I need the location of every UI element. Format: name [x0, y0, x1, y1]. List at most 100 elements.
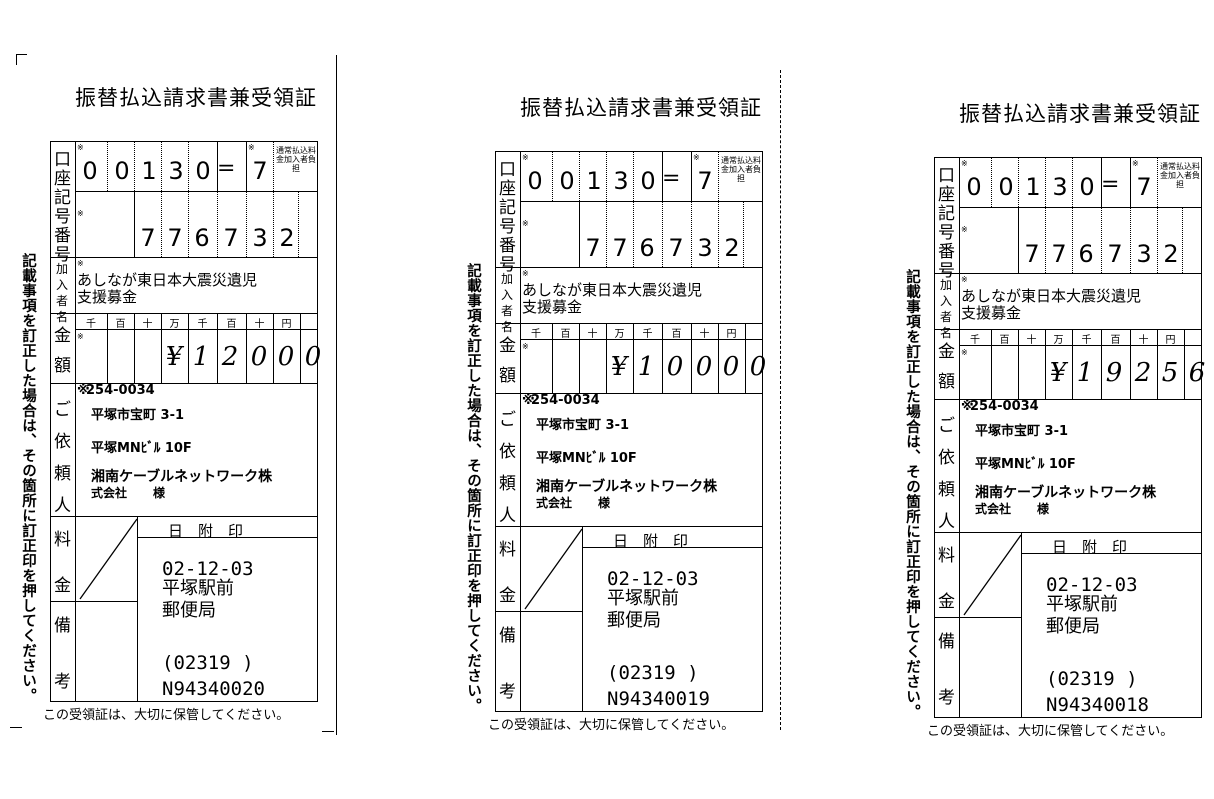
- digit-divider: [1045, 207, 1046, 273]
- digit-divider: [134, 141, 135, 191]
- subscriber-label-char: 名: [940, 326, 953, 340]
- transfer-slip: 振替払込請求書兼受領証記載事項を訂正した場合は、その箇所に訂正印を押してください…: [904, 16, 1206, 756]
- requester-address-2: 平塚MNﾋﾞﾙ 10F: [975, 457, 1076, 472]
- fee-burden-note: 通常払込料金加入者負担: [721, 156, 761, 183]
- account-number-digit: 7: [140, 224, 156, 252]
- account-number-digit: 7: [223, 224, 239, 252]
- requester-label-char: 依: [499, 442, 516, 462]
- row-line: [934, 273, 1202, 274]
- amount-divider: [1072, 329, 1073, 399]
- stamp-office: 平塚駅前: [1046, 594, 1118, 615]
- slip-form: [50, 141, 318, 702]
- requester-address-1: 平塚市宝町 3-1: [91, 408, 185, 423]
- amount-unit: 十: [254, 319, 265, 330]
- account-prefix-digit: 3: [613, 167, 629, 195]
- mark: ※: [77, 259, 84, 268]
- stamp-divider: [1021, 553, 1202, 554]
- fee-divider: [959, 617, 1021, 618]
- slip-title: 振替払込請求書兼受領証: [959, 102, 1201, 126]
- account-prefix-digit: 1: [141, 157, 157, 185]
- amount-unit: 千: [970, 335, 980, 346]
- amount-unit: 千: [531, 329, 541, 340]
- amount-handwritten: 9: [1105, 358, 1123, 388]
- amount-divider: [1101, 329, 1102, 399]
- row-line: [934, 617, 959, 618]
- stamp-office: 平塚駅前: [607, 588, 679, 609]
- subscriber-label-char: 加: [56, 262, 69, 276]
- amount-handwritten: 0: [749, 352, 767, 382]
- row-line: [959, 345, 1202, 346]
- amount-unit: 百: [999, 335, 1010, 346]
- digit-divider: [552, 151, 553, 201]
- stamp-date: 02-12-03: [162, 558, 254, 580]
- amount-handwritten: ¥: [610, 352, 628, 382]
- amount-divider: [718, 323, 719, 393]
- amount-handwritten: 6: [1188, 358, 1206, 388]
- corner-mark: [10, 727, 22, 728]
- account-prefix-digit: 0: [640, 167, 656, 195]
- amount-unit: 百: [226, 319, 237, 330]
- digit-divider: [718, 201, 719, 267]
- digit-divider: [743, 201, 744, 267]
- slip-form: [495, 151, 763, 712]
- stamp-serial: N94340020: [162, 678, 265, 700]
- label-divider: [75, 516, 76, 702]
- stamp-serial: N94340018: [1046, 694, 1149, 716]
- stamp-code: (02319 ): [162, 652, 254, 674]
- cut-line: [336, 55, 337, 735]
- requester-label-char: ご: [54, 400, 71, 420]
- digit-divider: [107, 141, 108, 191]
- requester-company-2: 式会社: [91, 486, 128, 500]
- account-label-char: 番: [938, 242, 955, 262]
- fee-label-char: 料: [938, 546, 955, 566]
- subscriber-label-char: 加: [501, 272, 514, 286]
- account-prefix-digit: 0: [966, 173, 982, 201]
- subscriber-label-char: 者: [56, 294, 69, 308]
- stamp-divider: [137, 537, 318, 538]
- fee-divider: [137, 516, 138, 702]
- amount-unit: 円: [1165, 335, 1176, 346]
- amount-label-char: 金: [499, 336, 516, 356]
- row-line: [495, 526, 763, 527]
- account-label-char: 座: [54, 169, 71, 189]
- requester-postal: 254-0034: [970, 399, 1039, 414]
- correction-note: 記載事項を訂正した場合は、その箇所に訂正印を押してください。: [465, 263, 482, 713]
- fee-label-char: 金: [54, 576, 71, 596]
- account-number-digit: 7: [167, 224, 183, 252]
- digit-divider: [273, 141, 274, 191]
- digit-divider: [1157, 157, 1158, 207]
- correction-note: 記載事項を訂正した場合は、その箇所に訂正印を押してください。: [20, 253, 37, 703]
- fee-divider: [582, 526, 583, 712]
- fee-diagonal: [79, 518, 139, 600]
- row-line: [495, 611, 520, 612]
- amount-handwritten: 1: [1076, 358, 1094, 388]
- amount-divider: [161, 313, 162, 383]
- account-label-char: 記: [938, 204, 955, 224]
- requester-honorific: 様: [1037, 502, 1050, 516]
- account-prefix-digit: 0: [114, 157, 130, 185]
- account-label-char: 口: [54, 150, 71, 170]
- digit-divider: [718, 151, 719, 201]
- row-line: [934, 532, 1202, 533]
- amount-unit: 十: [1026, 335, 1037, 346]
- amount-divider: [662, 323, 663, 393]
- digit-divider: [1045, 157, 1046, 207]
- amount-unit: 十: [1138, 335, 1149, 346]
- requester-address-1: 平塚市宝町 3-1: [975, 424, 1069, 439]
- requester-postal: 254-0034: [86, 383, 155, 398]
- requester-label-char: 頼: [54, 464, 71, 484]
- stamp-office-2: 郵便局: [1046, 616, 1100, 637]
- mark: ※: [961, 348, 968, 357]
- digit-divider: [246, 141, 247, 191]
- amount-handwritten: 0: [277, 342, 295, 372]
- requester-postal-mark: ※: [522, 393, 535, 408]
- account-label-char: 記: [499, 198, 516, 218]
- subscriber-label-char: 者: [940, 310, 953, 324]
- stamp-office-2: 郵便局: [607, 610, 661, 631]
- subscriber-label-char: 入: [501, 288, 514, 302]
- digit-divider: [1157, 207, 1158, 273]
- requester-address-1: 平塚市宝町 3-1: [536, 418, 630, 433]
- label-divider: [959, 532, 960, 718]
- subscriber-label-char: 者: [501, 304, 514, 318]
- slip-form: [934, 157, 1202, 718]
